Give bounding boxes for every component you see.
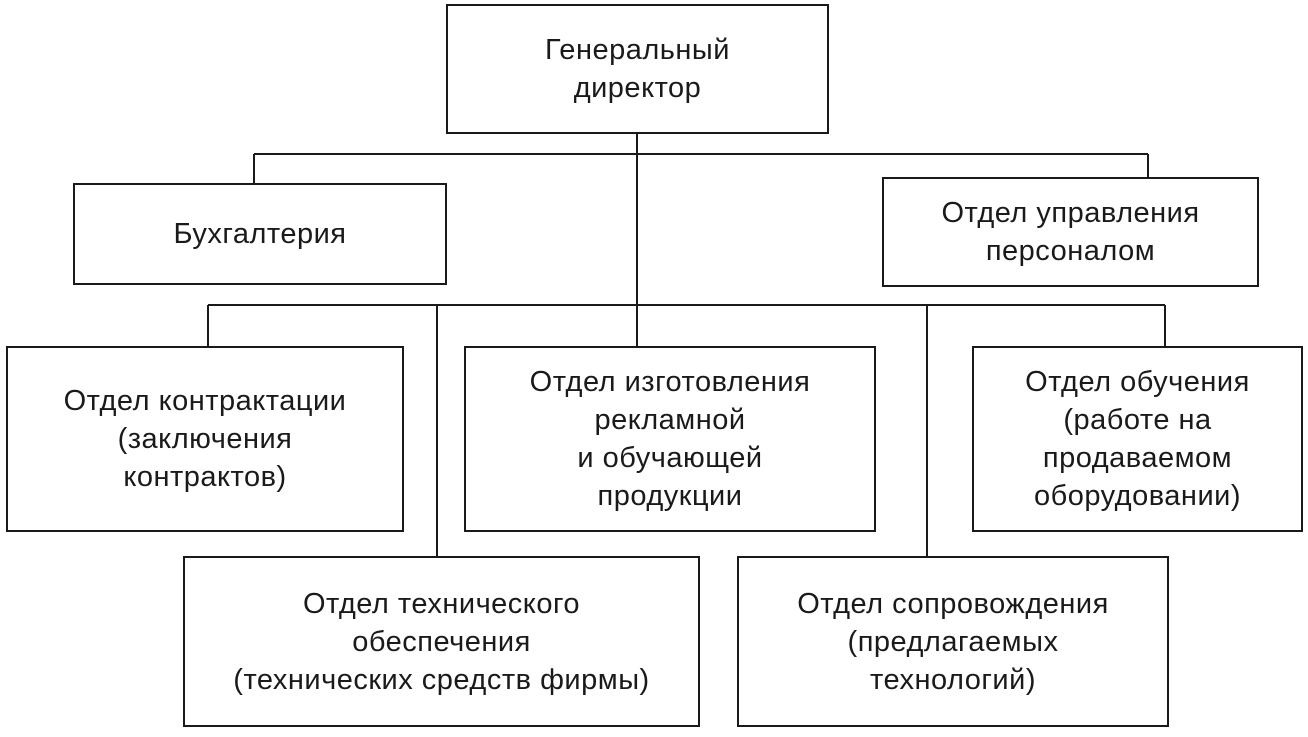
box-hr-department: Отдел управления персоналом — [882, 177, 1259, 287]
box-contracting-department: Отдел контрактации (заключения контракто… — [6, 346, 404, 532]
box-label-line: Отдел обучения — [1025, 366, 1250, 398]
box-label-line: (технических средств фирмы) — [233, 663, 650, 696]
box-label-line: рекламной — [594, 404, 746, 436]
box-support-department: Отдел сопровождения (предлагаемых технол… — [737, 556, 1169, 727]
box-label-line: и обучающей — [577, 442, 763, 474]
box-label-line: оборудовании) — [1033, 480, 1242, 512]
box-label-line: контрактов) — [123, 461, 287, 493]
box-label-line: обеспечения — [352, 625, 531, 658]
box-advertising-department: Отдел изготовления рекламной и обучающей… — [464, 346, 876, 532]
box-label-line: продукции — [597, 480, 743, 512]
box-label-line: (работе на — [1063, 404, 1212, 436]
box-label-line: Отдел изготовления — [529, 366, 811, 398]
box-label-line: Генеральный — [545, 34, 730, 66]
box-label-line: (предлагаемых — [847, 625, 1059, 658]
box-label-line: (заключения — [117, 423, 293, 455]
box-general-director: Генеральный директор — [446, 4, 829, 134]
box-label-line: Бухгалтерия — [173, 218, 347, 250]
box-technical-department: Отдел технического обеспечения (техничес… — [183, 556, 700, 727]
box-label-line: Отдел технического — [302, 587, 581, 620]
box-training-department: Отдел обучения (работе на продаваемом об… — [972, 346, 1303, 532]
box-label-line: технологий) — [870, 663, 1036, 696]
box-accounting: Бухгалтерия — [73, 183, 447, 285]
box-label-line: директор — [573, 72, 702, 104]
box-label-line: Отдел управления — [941, 197, 1200, 229]
box-label-line: продаваемом — [1042, 442, 1233, 474]
box-label-line: Отдел сопровождения — [797, 587, 1109, 620]
box-label-line: персоналом — [985, 235, 1156, 267]
box-label-line: Отдел контрактации — [63, 385, 347, 417]
